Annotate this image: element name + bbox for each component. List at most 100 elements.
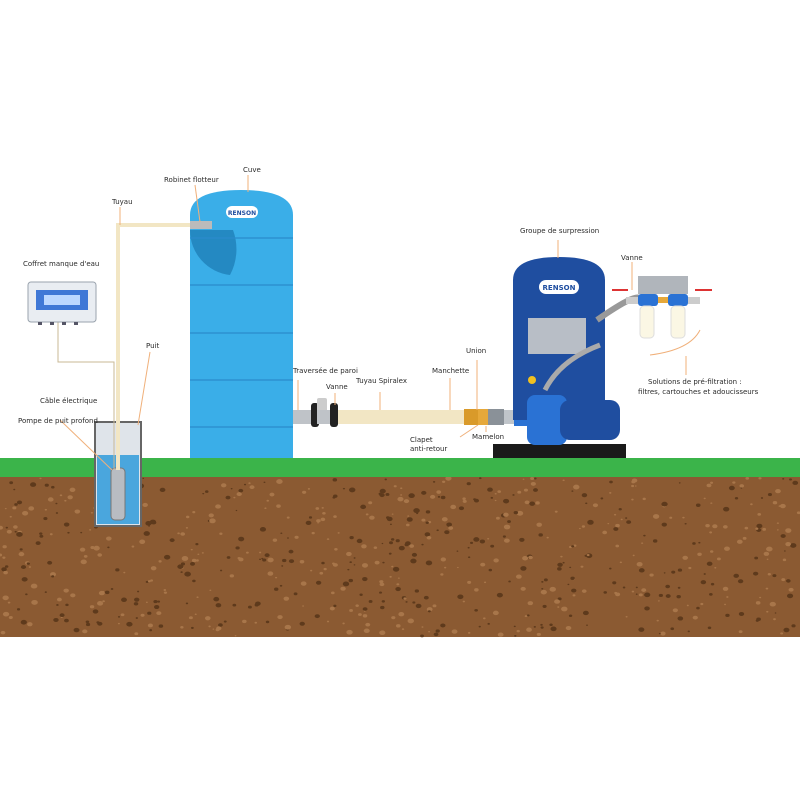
soil-speck xyxy=(349,561,352,564)
soil-speck xyxy=(163,554,171,560)
soil-speck xyxy=(487,622,490,625)
soil-speck xyxy=(403,499,410,504)
soil-speck xyxy=(644,592,651,598)
soil-speck xyxy=(333,604,337,607)
soil-speck xyxy=(738,630,743,634)
soil-speck xyxy=(520,586,526,591)
label-solutions-1: Solutions de pré-filtration : xyxy=(648,378,742,386)
soil-speck xyxy=(267,557,274,563)
label-puit: Puit xyxy=(146,342,159,350)
soil-speck xyxy=(348,578,354,583)
soil-speck xyxy=(490,544,495,548)
soil-speck xyxy=(398,545,405,551)
soil-speck xyxy=(342,581,350,587)
label-clapet: Clapet xyxy=(410,436,433,444)
soil-speck xyxy=(342,622,345,625)
soil-speck xyxy=(107,546,110,549)
soil-speck xyxy=(709,531,713,534)
soil-speck xyxy=(356,538,363,544)
soil-speck xyxy=(549,623,553,627)
soil-speck xyxy=(190,548,193,551)
soil-speck xyxy=(652,514,660,519)
soil-speck xyxy=(571,490,574,492)
soil-speck xyxy=(311,531,315,535)
soil-speck xyxy=(581,525,586,528)
soil-speck xyxy=(473,498,477,501)
soil-speck xyxy=(147,611,152,615)
soil-speck xyxy=(780,534,786,538)
soil-speck xyxy=(557,606,560,608)
nipple xyxy=(504,410,514,424)
grass xyxy=(0,458,800,477)
soil-speck xyxy=(159,487,166,492)
soil-speck xyxy=(147,623,153,628)
soil-speck xyxy=(502,535,506,538)
soil-speck xyxy=(63,588,69,593)
soil-speck xyxy=(420,634,424,638)
soil-speck xyxy=(413,508,420,514)
soil-speck xyxy=(724,546,730,551)
soil-speck xyxy=(411,552,418,557)
check-valve xyxy=(478,409,488,425)
label-cable: Câble électrique xyxy=(40,397,97,405)
soil-speck xyxy=(766,610,769,613)
soil-speck xyxy=(613,513,617,516)
soil-speck xyxy=(414,589,420,593)
soil-speck xyxy=(736,539,743,544)
label-cuve: Cuve xyxy=(243,166,261,174)
soil-speck xyxy=(776,522,779,524)
soil-speck xyxy=(133,602,139,606)
soil-speck xyxy=(433,632,439,637)
soil-speck xyxy=(440,623,446,628)
soil-speck xyxy=(467,546,470,549)
soil-speck xyxy=(568,545,572,549)
soil-speck xyxy=(755,601,761,605)
soil-speck xyxy=(562,561,565,564)
soil-speck xyxy=(314,614,320,619)
soil-speck xyxy=(63,522,70,527)
soil-speck xyxy=(259,551,262,554)
soil-speck xyxy=(142,502,148,508)
soil-speck xyxy=(432,604,437,608)
soil-speck xyxy=(550,626,557,632)
soil-speck xyxy=(150,579,154,582)
soil-speck xyxy=(733,573,739,578)
soil-speck xyxy=(618,507,622,511)
soil-speck xyxy=(346,629,353,635)
soil-speck xyxy=(346,551,352,557)
soil-speck xyxy=(316,519,321,523)
soil-speck xyxy=(541,587,544,590)
soil-speck xyxy=(82,629,88,634)
soil-speck xyxy=(300,581,307,586)
soil-speck xyxy=(195,559,199,562)
soil-speck xyxy=(0,525,4,530)
soil-speck xyxy=(631,590,635,593)
soil-speck xyxy=(473,537,480,542)
soil-speck xyxy=(79,547,86,552)
label-manchette: Manchette xyxy=(432,367,469,375)
soil-speck xyxy=(782,478,785,480)
soil-speck xyxy=(714,567,717,569)
soil-speck xyxy=(308,516,313,519)
soil-speck xyxy=(497,632,504,637)
soil-speck xyxy=(483,581,487,584)
soil-speck xyxy=(398,612,405,617)
soil-speck xyxy=(205,490,209,493)
soil-speck xyxy=(96,621,100,624)
soil-speck xyxy=(233,496,236,499)
soil-speck xyxy=(435,629,440,633)
soil-speck xyxy=(18,552,25,557)
soil-speck xyxy=(619,561,622,564)
soil-speck xyxy=(385,492,390,496)
soil-speck xyxy=(320,517,326,522)
soil-speck xyxy=(661,522,667,527)
soil-speck xyxy=(638,627,645,632)
soil-speck xyxy=(421,490,427,495)
soil-speck xyxy=(462,499,467,503)
soil-speck xyxy=(44,591,47,593)
soil-speck xyxy=(185,602,189,605)
soil-speck xyxy=(494,492,497,495)
soil-speck xyxy=(642,497,646,501)
soil-speck xyxy=(102,600,105,603)
